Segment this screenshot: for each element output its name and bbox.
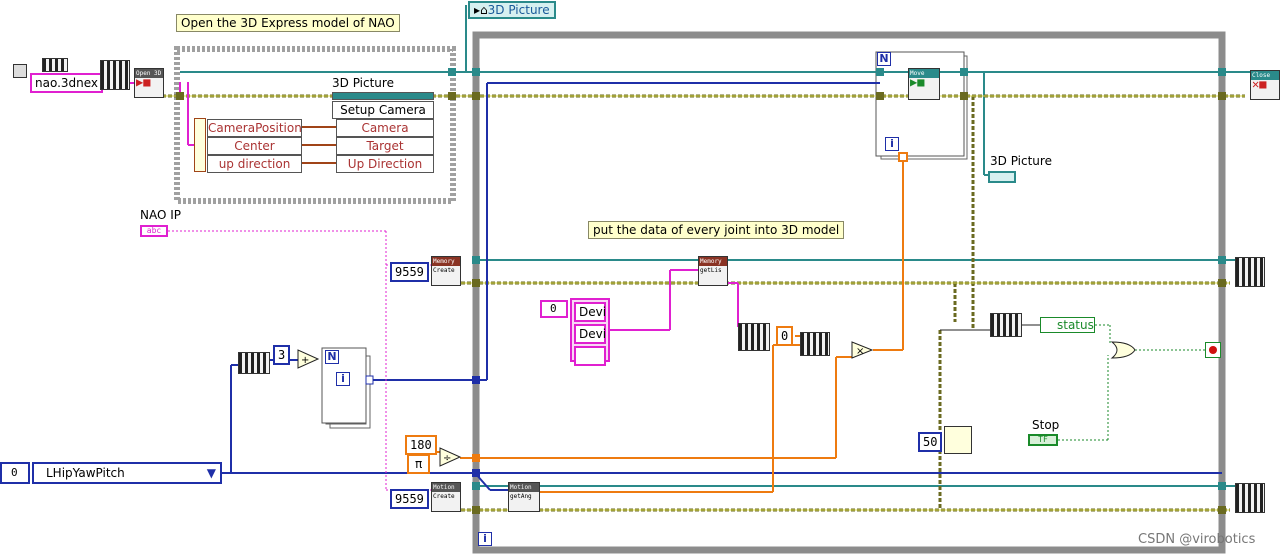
wait-constant[interactable]: 50: [918, 432, 943, 452]
svg-text:÷: ÷: [443, 453, 451, 464]
zero-constant[interactable]: 0: [776, 326, 794, 346]
node-row-camera[interactable]: Camera Position: [336, 119, 434, 151]
motion-getang-vi[interactable]: Motion getAng: [508, 482, 540, 512]
close-vi[interactable]: Close ✕■: [1250, 70, 1280, 100]
move-vi[interactable]: Move ▶■: [908, 68, 940, 100]
motion-create-body: Create: [433, 493, 455, 500]
picture-indicator-label: 3D Picture: [990, 154, 1052, 168]
open-3d-icon: ▶■: [136, 75, 151, 89]
multiply-node[interactable]: [851, 341, 874, 359]
or-node[interactable]: [1110, 341, 1136, 359]
node-row-target[interactable]: Target: [336, 137, 434, 155]
path-icon[interactable]: [13, 64, 27, 78]
inner-loop-n: N: [877, 52, 891, 66]
stop-terminal[interactable]: [1205, 342, 1221, 358]
move-label: Move: [909, 69, 939, 78]
watermark: CSDN @virobotics: [1138, 532, 1256, 547]
enum-to-array-node[interactable]: [238, 352, 270, 374]
stop-button[interactable]: TF: [1028, 434, 1058, 446]
move-icon: ▶■: [910, 75, 925, 89]
motion-getang-head: Motion: [509, 483, 539, 492]
open-3d-vi[interactable]: Open 3D ▶■: [134, 68, 164, 98]
bundle-node[interactable]: [194, 118, 206, 172]
node-row-up[interactable]: Up Direction: [336, 155, 434, 173]
picture-indicator[interactable]: [988, 171, 1016, 183]
wait-icon[interactable]: [944, 426, 972, 454]
array-item-3[interactable]: [574, 346, 606, 366]
cluster-row-up[interactable]: up direction: [207, 155, 302, 173]
const-180[interactable]: 180: [405, 435, 437, 455]
memory-getlist-vi[interactable]: Memory getLis: [698, 256, 728, 286]
array-item-1[interactable]: Devi: [574, 302, 606, 322]
picture-terminal-label: 3D Picture: [487, 3, 550, 17]
memory-create-head: Memory: [432, 257, 460, 266]
while-loop-frame[interactable]: [472, 31, 1226, 554]
memory-close-vi[interactable]: [1235, 257, 1265, 287]
status-unbundle[interactable]: status: [1040, 317, 1095, 333]
divide-node[interactable]: [439, 447, 462, 467]
memory-create-body: Create: [433, 267, 455, 274]
nao-ip-terminal[interactable]: abc: [140, 225, 168, 237]
sequence-frame[interactable]: [174, 46, 456, 204]
index-array-node[interactable]: [800, 332, 830, 356]
merge-errors-node[interactable]: [990, 313, 1022, 337]
memory-create-vi[interactable]: Memory Create: [431, 256, 461, 286]
for-loop-n: N: [325, 350, 339, 364]
chevron-down-icon[interactable]: ▼: [206, 466, 216, 480]
nao-ip-label: NAO IP: [140, 208, 182, 222]
close-label: Close: [1251, 71, 1279, 80]
picture-terminal-top[interactable]: ▸⌂3D Picture: [468, 1, 556, 19]
format-node[interactable]: [738, 323, 770, 351]
model-file-constant[interactable]: nao.3dnex: [30, 73, 104, 93]
while-loop-i: i: [478, 532, 492, 546]
array-index-display[interactable]: 0: [540, 300, 568, 318]
motion-port-constant[interactable]: 9559: [390, 489, 429, 509]
picture-node-header: [332, 92, 434, 100]
svg-text:×: ×: [856, 346, 864, 357]
joint-enum-control[interactable]: LHipYawPitch ▼: [32, 462, 222, 484]
picture-node-title: 3D Picture: [332, 76, 394, 90]
string-array-constant[interactable]: Devi Devi: [570, 298, 610, 366]
inner-loop-i: i: [885, 137, 899, 151]
memory-getlist-body: getLis: [700, 267, 722, 274]
svg-text:+: +: [301, 355, 309, 366]
stop-label: Stop: [1032, 418, 1060, 432]
const-pi[interactable]: π: [407, 454, 431, 474]
close-icon: ✕■: [1252, 77, 1267, 91]
motion-getang-body: getAng: [510, 493, 532, 500]
app-dir-icon[interactable]: [100, 60, 130, 90]
setup-camera-label[interactable]: Setup Camera: [332, 101, 434, 119]
loop-note: put the data of every joint into 3D mode…: [588, 221, 845, 239]
memory-getlist-head: Memory: [699, 257, 727, 266]
stop-icon: [1209, 346, 1217, 354]
motion-create-vi[interactable]: Motion Create: [431, 482, 461, 512]
open-3d-label: Open 3D: [135, 69, 163, 78]
for-loop-i: i: [336, 372, 350, 386]
sequence-note: Open the 3D Express model of NAO: [176, 14, 400, 32]
cluster-row-camera[interactable]: CameraPosition: [207, 119, 302, 137]
const-three[interactable]: 3: [273, 345, 291, 365]
array-item-2[interactable]: Devi: [574, 324, 606, 344]
home-icon: ▸⌂: [474, 3, 488, 17]
motion-create-head: Motion: [432, 483, 460, 492]
add-node[interactable]: [297, 349, 320, 369]
memory-port-constant[interactable]: 9559: [390, 262, 429, 282]
build-path-icon[interactable]: [42, 58, 68, 72]
cluster-row-center[interactable]: Center: [207, 137, 302, 155]
motion-close-vi[interactable]: [1235, 483, 1265, 513]
enum-index-display[interactable]: 0: [0, 462, 30, 484]
joint-enum-value: LHipYawPitch: [46, 466, 125, 480]
